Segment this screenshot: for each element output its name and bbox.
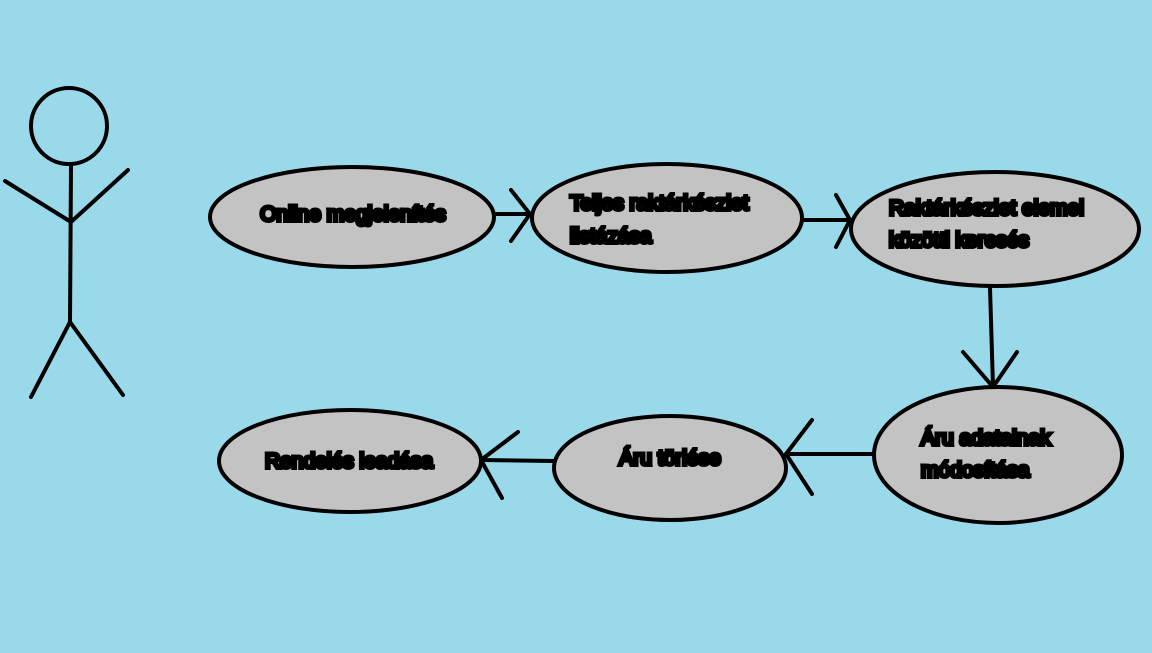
edge-modify-to-delete	[784, 418, 875, 496]
node-item-delete-label: Áru törlése	[619, 447, 721, 470]
stick-figure-icon	[3, 86, 130, 399]
node-item-delete: Áru törlése	[552, 414, 788, 522]
actor-left-leg	[29, 320, 72, 399]
actor-right-leg	[68, 320, 125, 397]
node-inventory-search-label-line1: Raktárkészlet elemei	[889, 197, 1084, 220]
node-online-display-label: Online megjelenítés	[260, 203, 446, 226]
node-full-inventory-listing: Teljes raktárkészlet listázása	[530, 162, 804, 274]
node-item-modify-label-line2: módosítása	[921, 459, 1030, 482]
node-full-inventory-listing-label-line2: listázása	[570, 225, 652, 248]
edge-online-to-listing	[492, 188, 532, 243]
node-place-order: Rendelés leadása	[217, 408, 483, 514]
actor-left-arm	[3, 179, 73, 224]
node-online-display: Online megjelenítés	[208, 165, 496, 269]
node-inventory-search: Raktárkészlet elemei közötti keresés	[849, 170, 1141, 288]
edge-delete-to-order	[479, 430, 556, 500]
node-place-order-label: Rendelés leadása	[265, 450, 433, 473]
node-inventory-search-label-line2: közötti keresés	[889, 229, 1029, 252]
node-item-modify: Áru adatainak módosítása	[872, 385, 1124, 525]
node-item-modify-label-line1: Áru adatainak	[921, 427, 1051, 450]
actor-right-arm	[69, 168, 130, 224]
actor-body	[68, 162, 73, 324]
node-full-inventory-listing-label-line1: Teljes raktárkészlet	[570, 192, 749, 215]
edge-search-to-modify	[961, 286, 1019, 389]
actor-head	[29, 86, 109, 166]
edge-listing-to-search	[800, 193, 852, 249]
